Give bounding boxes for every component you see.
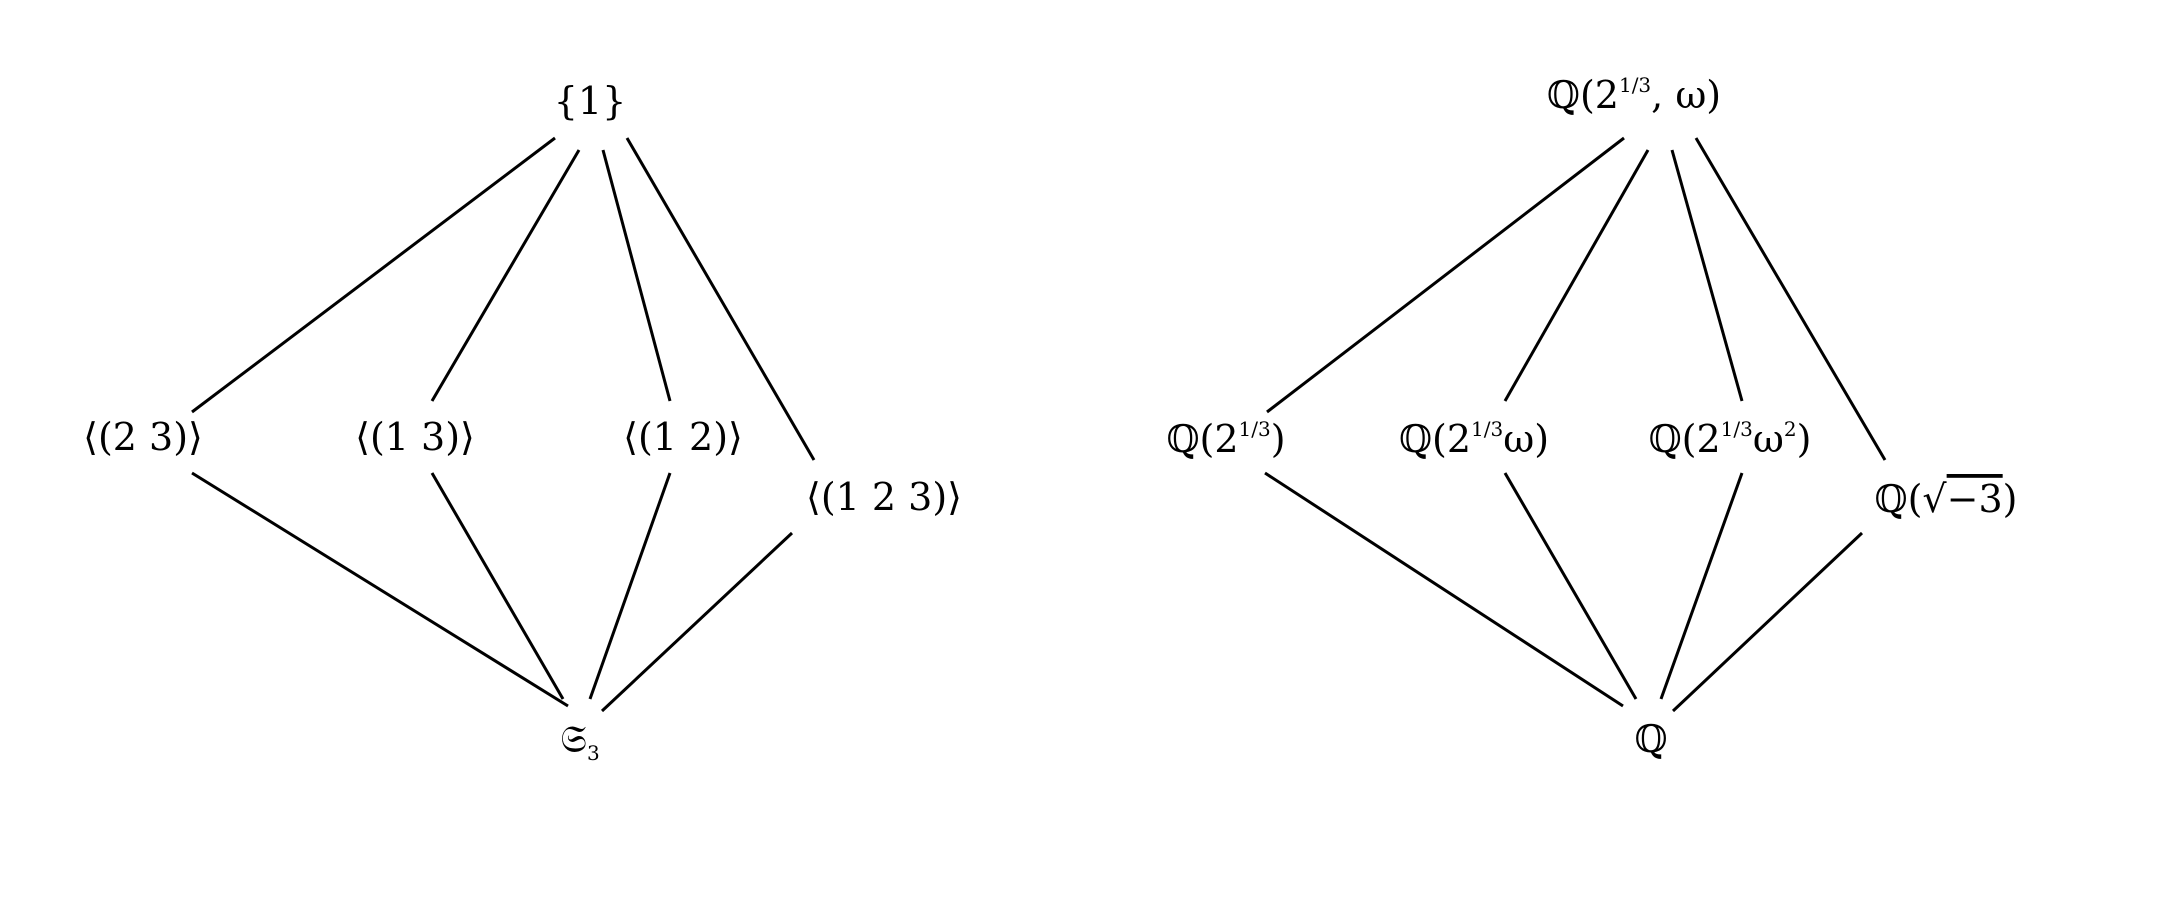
edge-top-f1 <box>1266 136 1625 414</box>
text: ℚ(2 <box>1649 417 1721 461</box>
exponent: 1/3 <box>1239 417 1271 441</box>
radicand: −3 <box>1947 477 2003 521</box>
exponent: 2 <box>1784 417 1797 441</box>
node-subgroup-23: ⟨(2 3)⟩ <box>83 415 203 459</box>
text: ) <box>1271 417 1286 461</box>
node-splitting-field: ℚ(21/3, ω) <box>1547 73 1721 117</box>
edge-top-g13 <box>430 149 581 402</box>
s3-subscript: 3 <box>587 741 600 765</box>
exponent: 1/3 <box>1721 417 1753 441</box>
s3-base: 𝔖 <box>560 717 587 761</box>
edge-top-g123 <box>625 137 816 461</box>
exponent: 1/3 <box>1471 417 1503 441</box>
text: , ω) <box>1651 73 1721 117</box>
edge-top-f2 <box>1503 149 1650 402</box>
edge-top-f4 <box>1694 137 1887 461</box>
node-field-cbrt2: ℚ(21/3) <box>1166 417 1285 461</box>
edge-f3-bottom <box>1659 472 1744 700</box>
edge-top-f3 <box>1670 149 1744 402</box>
text: ℚ(√ <box>1875 477 1948 521</box>
edge-f2-bottom <box>1503 472 1638 700</box>
edge-top-g23 <box>191 136 556 414</box>
edge-g13-bottom <box>430 472 565 700</box>
node-subgroup-13: ⟨(1 3)⟩ <box>355 415 475 459</box>
node-field-sqrt-minus3: ℚ(√−3) <box>1875 477 2018 521</box>
text: ) <box>2003 477 2018 521</box>
text: ω <box>1753 417 1784 461</box>
node-trivial-group: {1} <box>554 79 627 123</box>
text: ) <box>1797 417 1812 461</box>
text: ω) <box>1503 417 1549 461</box>
exponent: 1/3 <box>1619 73 1651 97</box>
node-field-cbrt2-omega: ℚ(21/3ω) <box>1399 417 1549 461</box>
edge-f1-bottom <box>1264 471 1624 708</box>
edge-g123-bottom <box>600 531 794 713</box>
text: ℚ(2 <box>1547 73 1619 117</box>
text: ℚ(2 <box>1166 417 1238 461</box>
text: ℚ(2 <box>1399 417 1471 461</box>
node-symmetric-group: 𝔖3 <box>560 717 599 765</box>
edge-g23-bottom <box>191 471 569 708</box>
edge-g12-bottom <box>588 472 672 700</box>
node-rationals: ℚ <box>1634 717 1667 761</box>
field-lattice: ℚ(21/3, ω) ℚ(21/3) ℚ(21/3ω) ℚ(21/3ω2) ℚ(… <box>1166 73 2017 761</box>
node-subgroup-12: ⟨(1 2)⟩ <box>623 415 743 459</box>
node-field-cbrt2-omega2: ℚ(21/3ω2) <box>1649 417 1812 461</box>
node-subgroup-123: ⟨(1 2 3)⟩ <box>806 475 962 519</box>
subgroup-lattice: {1} ⟨(2 3)⟩ ⟨(1 3)⟩ ⟨(1 2)⟩ ⟨(1 2 3)⟩ 𝔖3 <box>83 79 962 765</box>
edge-top-g12 <box>601 149 672 402</box>
edge-f4-bottom <box>1671 531 1864 713</box>
